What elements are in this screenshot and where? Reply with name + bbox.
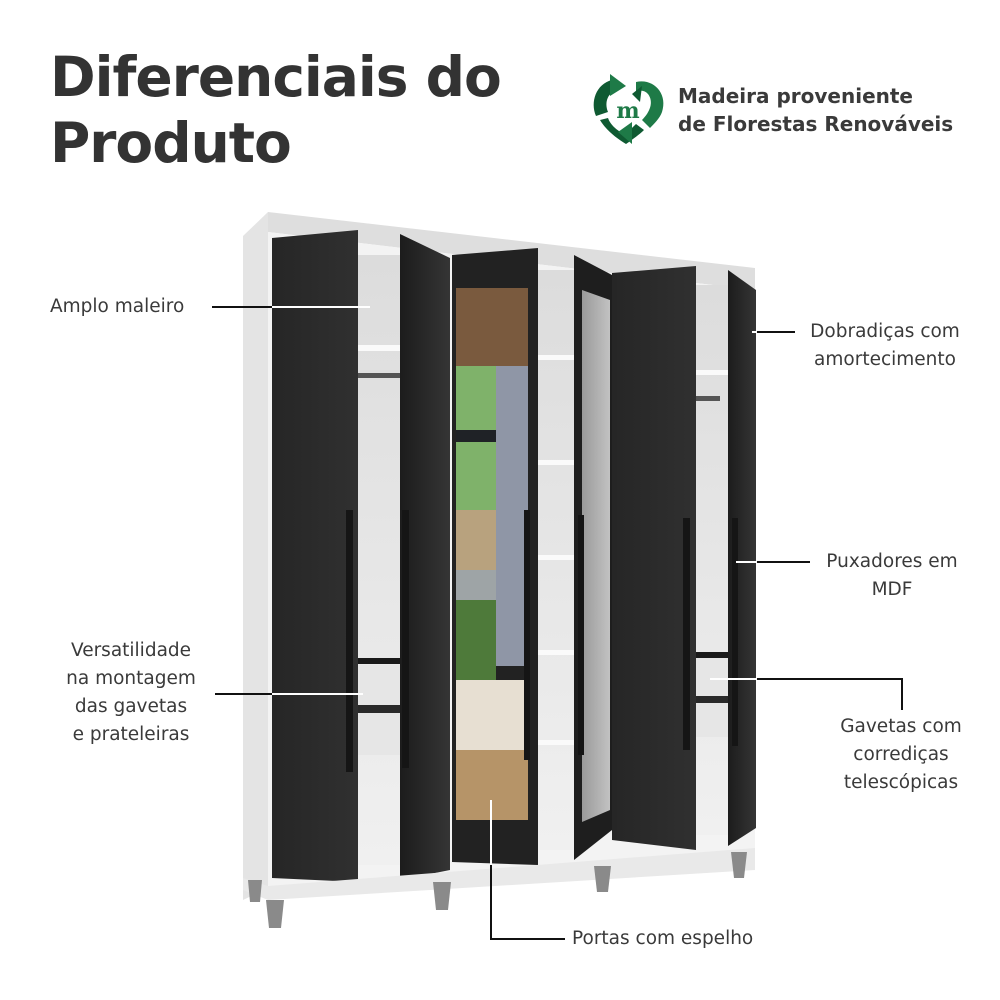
drawer-edge xyxy=(358,658,400,664)
label-line: corrediças xyxy=(853,744,949,765)
label-line: Portas com espelho xyxy=(572,928,754,949)
label-line: Puxadores em xyxy=(826,551,958,572)
badge-line-1: Madeira proveniente xyxy=(678,84,913,108)
feature-dobradicas: Dobradiças com amortecimento xyxy=(796,318,974,374)
door-5 xyxy=(612,266,696,850)
foot xyxy=(731,852,747,878)
label-line: na montagem xyxy=(66,668,196,689)
wardrobe-side-panel xyxy=(243,212,268,900)
foot xyxy=(248,880,262,902)
feature-portas-espelho: Portas com espelho xyxy=(572,925,753,953)
label-line: e prateleiras xyxy=(72,724,190,745)
badge-line-2: de Florestas Renováveis xyxy=(678,112,954,136)
foot xyxy=(433,882,451,910)
label-line: amortecimento xyxy=(814,349,956,370)
drawer xyxy=(358,713,400,755)
title-line-2: Produto xyxy=(50,111,292,175)
svg-text:m: m xyxy=(616,98,639,124)
label-line: Dobradiças com xyxy=(810,321,960,342)
label-line: MDF xyxy=(871,579,913,600)
handle-3 xyxy=(524,510,530,760)
recycle-heart-m-icon: m xyxy=(593,74,664,144)
feature-puxadores: Puxadores em MDF xyxy=(814,548,970,604)
page-title: Diferenciais do Produto xyxy=(50,44,502,176)
foot xyxy=(266,900,284,928)
handle-2 xyxy=(402,510,409,768)
label-line: Gavetas com xyxy=(840,716,962,737)
door-1 xyxy=(272,230,358,882)
label-line: Amplo maleiro xyxy=(50,296,185,317)
foot xyxy=(594,866,611,892)
handle-4 xyxy=(578,515,584,755)
drawer xyxy=(358,665,400,705)
handle-5 xyxy=(683,518,690,750)
label-line: telescópicas xyxy=(843,772,959,793)
door-2 xyxy=(400,234,450,880)
label-line: das gavetas xyxy=(74,696,188,717)
feature-versatilidade: Versatilidade na montagem das gavetas e … xyxy=(50,637,212,749)
label-line: Versatilidade xyxy=(70,640,192,661)
feature-gavetas: Gavetas com corrediças telescópicas xyxy=(826,713,976,797)
sustainability-badge: m Madeira proveniente de Florestas Renov… xyxy=(588,72,953,148)
feature-amplo-maleiro: Amplo maleiro xyxy=(50,293,184,321)
handle-1 xyxy=(346,510,353,772)
badge-text: Madeira proveniente de Florestas Renováv… xyxy=(678,82,953,138)
drawer xyxy=(696,703,728,737)
title-line-1: Diferenciais do xyxy=(50,45,502,109)
handle-6 xyxy=(732,518,738,746)
drawer xyxy=(696,658,728,696)
